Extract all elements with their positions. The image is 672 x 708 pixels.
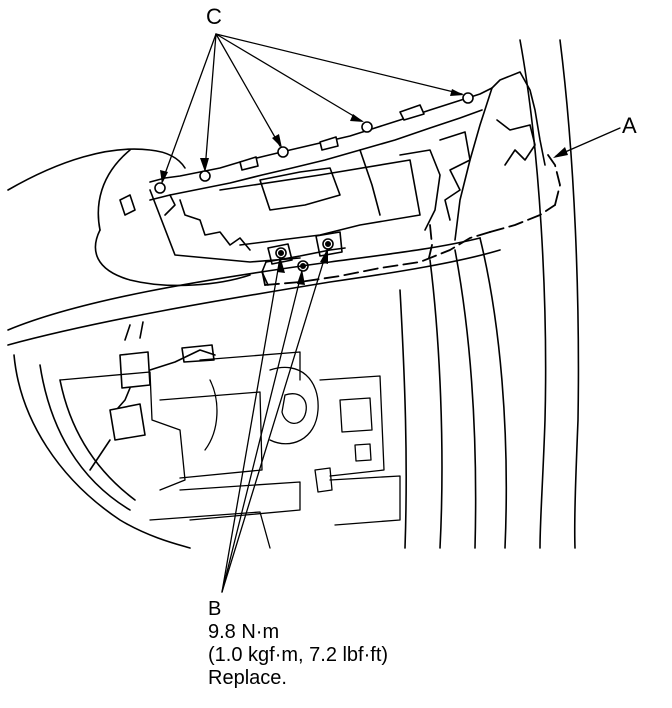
dashboard-body (7, 148, 508, 549)
leader-line-a (555, 127, 621, 157)
clip-3 (277, 146, 289, 158)
clips-c (154, 92, 474, 194)
clip-5 (462, 92, 474, 104)
arrowhead-a (553, 147, 568, 158)
pillar-lines (519, 39, 580, 549)
trim-panel-a (119, 71, 546, 263)
leader-lines-c (161, 33, 463, 183)
bolt-bracket (261, 231, 346, 286)
clip-4 (361, 121, 373, 133)
label-c: C (206, 4, 222, 29)
arrowheads-c (160, 89, 464, 184)
leader-lines-b (221, 249, 328, 593)
cavity-parts (59, 351, 401, 549)
torque-spec-alt: (1.0 kgf·m, 7.2 lbf·ft) (208, 644, 389, 666)
callout-b: B 9.8 N·m (1.0 kgf·m, 7.2 lbf·ft) Replac… (208, 598, 388, 690)
clip-1 (154, 182, 166, 194)
bolt-2 (297, 260, 309, 272)
wire-connector (89, 321, 216, 471)
arrowheads-b (277, 248, 328, 285)
clip-2 (199, 170, 211, 182)
label-b: B (208, 598, 222, 620)
label-a: A (622, 113, 637, 138)
torque-spec: 9.8 N·m (208, 621, 280, 643)
bolt-1 (275, 247, 287, 259)
replace-note: Replace. (208, 667, 287, 689)
